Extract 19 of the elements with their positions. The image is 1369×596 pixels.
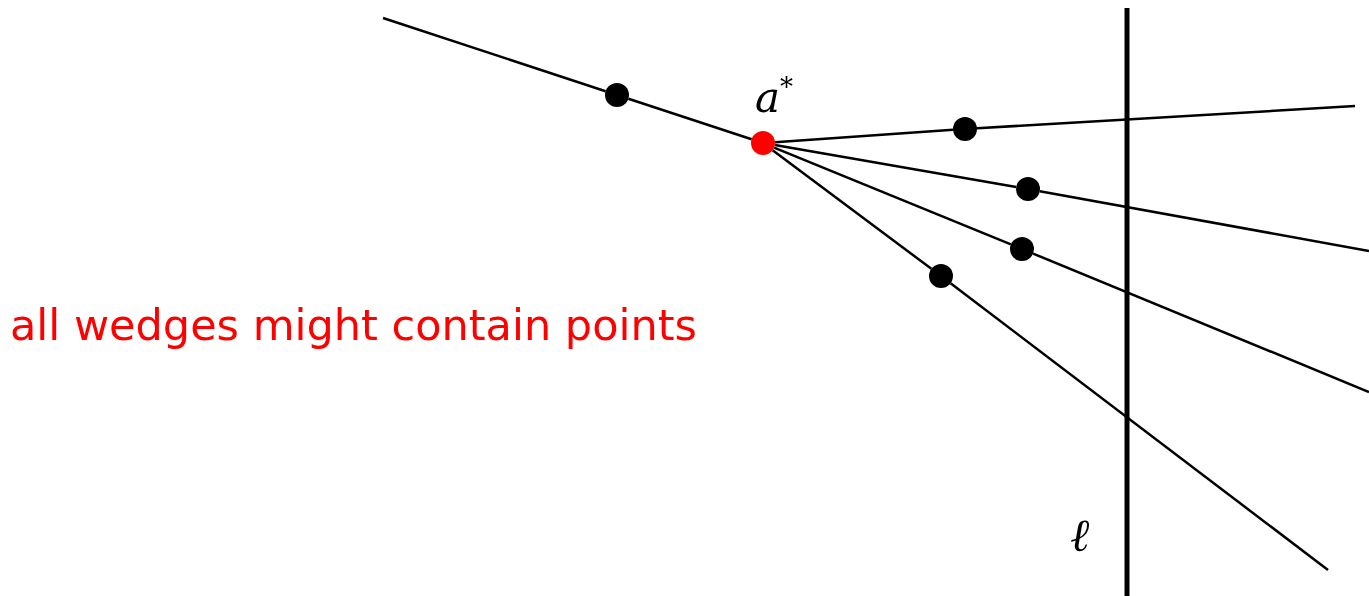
point-marker — [751, 131, 775, 155]
line — [628, 97, 752, 141]
point-marker — [1010, 237, 1034, 261]
line — [774, 143, 1017, 189]
line — [771, 149, 933, 270]
line — [773, 146, 1012, 246]
line — [382, 16, 606, 93]
point-marker — [605, 83, 629, 107]
line — [976, 104, 1356, 130]
point-label: a$^{*}$ — [755, 74, 794, 119]
line — [1039, 189, 1369, 253]
line — [949, 282, 1329, 571]
point-marker — [1016, 177, 1040, 201]
line — [1032, 252, 1369, 394]
line — [774, 128, 954, 144]
line-label: ℓ — [1070, 512, 1090, 558]
point-marker — [929, 264, 953, 288]
caption-text: all wedges might contain points — [10, 304, 697, 347]
point-marker — [953, 117, 977, 141]
